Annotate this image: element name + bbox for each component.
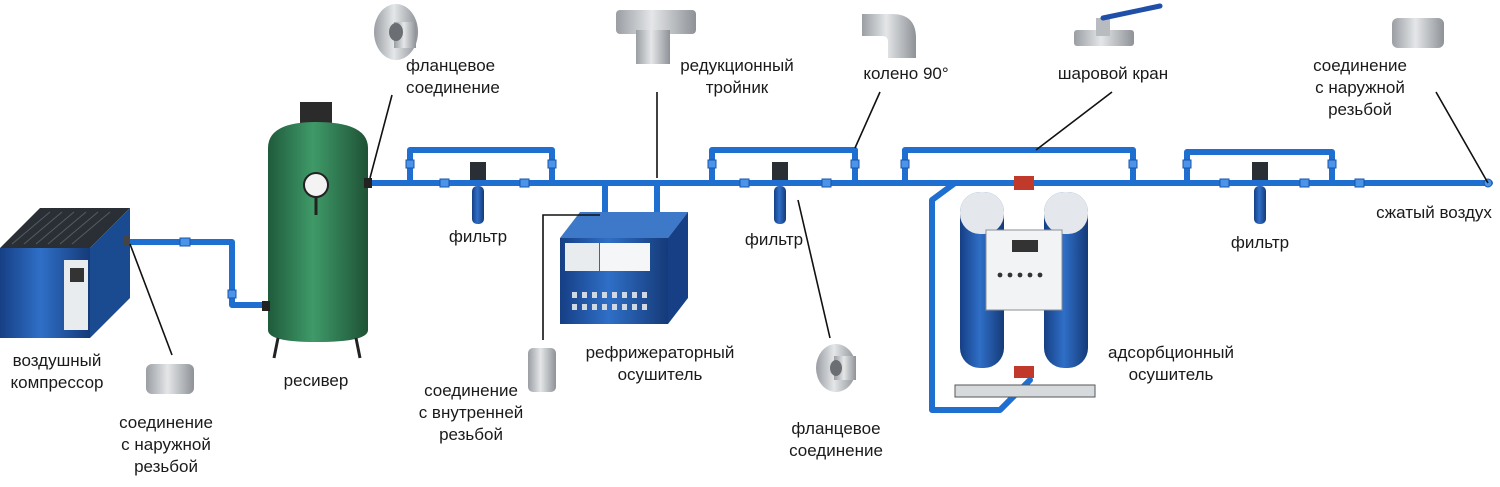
label-line: фильтр	[448, 227, 508, 246]
connector	[179, 237, 191, 247]
label-female-thread-connection: соединение с внутренней резьбой	[412, 380, 530, 446]
label-line: воздушный	[12, 351, 102, 370]
leader-elbow-90	[854, 91, 881, 149]
label-line: соединение	[424, 381, 518, 400]
filter-3	[1252, 162, 1268, 224]
label-line: фильтр	[744, 230, 804, 249]
flange-fitting-1	[374, 4, 418, 60]
connector	[850, 159, 860, 169]
leader-male-thread-1	[129, 243, 173, 356]
label-line: фланцевое	[791, 419, 881, 438]
connector	[1182, 159, 1192, 169]
label-line: осушитель	[617, 365, 703, 384]
label-line: колено 90°	[863, 64, 949, 83]
label-line: с наружной	[121, 435, 211, 454]
label-line: тройник	[705, 78, 769, 97]
air-compressor	[0, 208, 130, 338]
connector	[821, 178, 832, 188]
label-filter-3: фильтр	[1222, 232, 1298, 254]
label-line: соединение	[789, 441, 883, 460]
label-line: редукционный	[680, 56, 794, 75]
label-flange-connection-2: фланцевое соединение	[776, 418, 896, 462]
connector	[900, 159, 910, 169]
connector	[739, 178, 750, 188]
connector	[1327, 159, 1337, 169]
label-receiver: ресивер	[276, 370, 356, 392]
label-line: компрессор	[10, 373, 104, 392]
leader-male-thread-2	[1435, 91, 1489, 184]
connector	[227, 289, 237, 299]
label-line: адсорбционный	[1108, 343, 1234, 362]
label-line: соединение	[406, 78, 500, 97]
label-compressed-air: сжатый воздух	[1370, 202, 1498, 224]
leader-ball-valve	[1035, 91, 1113, 151]
label-line: с внутренней	[418, 403, 524, 422]
male-thread-fitting-2	[1392, 18, 1444, 48]
leader-flange-1	[369, 94, 393, 179]
label-line: соединение	[1313, 56, 1407, 75]
label-adsorption-dryer: адсорбционный осушитель	[1096, 342, 1246, 386]
pipe-adsorption-loop	[929, 180, 1033, 413]
label-line: резьбой	[134, 457, 198, 476]
label-line: осушитель	[1128, 365, 1214, 384]
leader-flange-2	[797, 199, 831, 339]
connector	[547, 159, 557, 169]
label-filter-2: фильтр	[736, 229, 812, 251]
leader-female-thread	[542, 214, 600, 340]
label-line: фланцевое	[406, 56, 496, 75]
label-line: соединение	[119, 413, 213, 432]
adsorption-dryer	[954, 176, 1096, 398]
label-filter-1: фильтр	[440, 226, 516, 248]
label-line: с наружной	[1315, 78, 1405, 97]
flange-fitting-2	[816, 344, 856, 392]
connector	[1128, 159, 1138, 169]
label-line: ресивер	[283, 371, 349, 390]
female-thread-fitting	[528, 348, 556, 392]
filter-1	[470, 162, 486, 224]
label-line: сжатый воздух	[1376, 203, 1492, 222]
label-flange-connection-1: фланцевое соединение	[406, 55, 500, 99]
label-ball-valve: шаровой кран	[1048, 63, 1178, 85]
connector	[707, 159, 717, 169]
ball-valve-fitting	[1074, 3, 1163, 46]
label-male-thread-connection-1: соединение с наружной резьбой	[110, 412, 222, 478]
label-male-thread-connection-2: соединение с наружной резьбой	[1304, 55, 1416, 121]
connector	[1219, 178, 1230, 188]
refrigerated-dryer	[560, 212, 688, 324]
label-reducing-tee: редукционный тройник	[672, 55, 802, 99]
label-refrigerated-dryer: рефрижераторный осушитель	[580, 342, 740, 386]
connector	[439, 178, 450, 188]
label-air-compressor: воздушный компрессор	[2, 350, 112, 394]
connector	[1299, 178, 1310, 188]
reducing-tee-fitting	[616, 10, 696, 64]
connector	[519, 178, 530, 188]
leader-lines	[129, 91, 1489, 356]
label-line: шаровой кран	[1057, 64, 1169, 83]
receiver-tank	[262, 102, 372, 359]
label-elbow-90: колено 90°	[856, 63, 956, 85]
connector	[1354, 178, 1365, 188]
connector	[405, 159, 415, 169]
male-thread-fitting-1	[146, 364, 194, 394]
label-line: резьбой	[439, 425, 503, 444]
filter-2	[772, 162, 788, 224]
label-line: рефрижераторный	[585, 343, 735, 362]
label-line: резьбой	[1328, 100, 1392, 119]
elbow-90-fitting	[862, 14, 916, 58]
label-line: фильтр	[1230, 233, 1290, 252]
